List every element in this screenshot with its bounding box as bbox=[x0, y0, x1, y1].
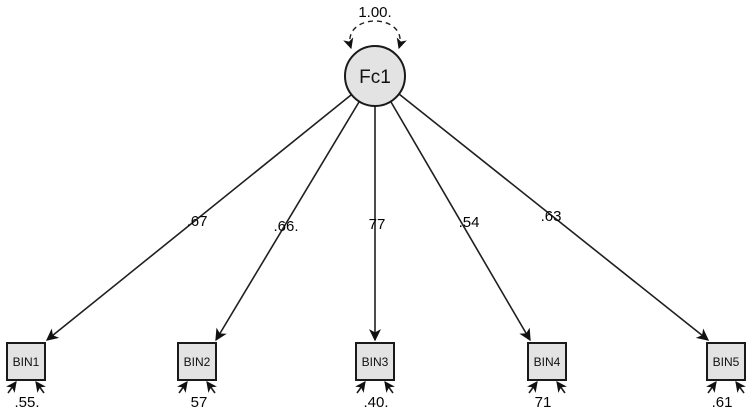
observed-variable-bin2: BIN2 57 bbox=[177, 342, 217, 411]
bin4-residual-arrow-right bbox=[556, 381, 567, 394]
loading-value-bin3: 77 bbox=[369, 216, 386, 233]
variance-self-loop bbox=[343, 20, 407, 50]
bin1-label: BIN1 bbox=[13, 355, 40, 369]
loading-value-bin4: .54 bbox=[459, 214, 480, 231]
loading-value-bin5: .63 bbox=[541, 208, 562, 225]
loading-path-bin5 bbox=[398, 93, 710, 341]
bin3-residual-arrow-left bbox=[355, 381, 366, 394]
bin5-box bbox=[706, 342, 746, 381]
bin1-residual-arrow-left bbox=[6, 381, 17, 394]
latent-factor-node bbox=[344, 45, 406, 107]
bin3-label: BIN3 bbox=[362, 355, 389, 369]
bin3-box bbox=[355, 342, 395, 381]
loading-path-bin4 bbox=[390, 101, 531, 342]
loading-value-bin1: .67 bbox=[187, 213, 208, 230]
variance-value-label: 1.00. bbox=[358, 4, 391, 21]
bin2-label: BIN2 bbox=[184, 355, 211, 369]
observed-variable-bin1: BIN1 .55. bbox=[6, 342, 46, 411]
bin2-residual-arrow-right bbox=[206, 381, 217, 394]
bin2-residual-value: 57 bbox=[191, 394, 208, 411]
bin1-box bbox=[6, 342, 46, 381]
bin2-residual-arrow-left bbox=[177, 381, 188, 394]
bin5-residual-arrow-left bbox=[706, 381, 717, 394]
observed-variable-bin5: BIN5 .61 bbox=[706, 342, 746, 411]
bin4-box bbox=[527, 342, 567, 381]
bin4-label: BIN4 bbox=[534, 355, 561, 369]
observed-variable-bin4: BIN4 71 bbox=[527, 342, 567, 411]
bin4-residual-arrow-left bbox=[527, 381, 538, 394]
bin5-residual-value: .61 bbox=[712, 394, 733, 411]
bin3-residual-arrow-right bbox=[384, 381, 395, 394]
loading-path-bin1 bbox=[45, 94, 352, 341]
loading-path-bin2 bbox=[215, 101, 360, 342]
bin4-residual-value: 71 bbox=[535, 394, 552, 411]
bin3-residual-value: .40. bbox=[363, 394, 388, 411]
bin5-residual-arrow-right bbox=[735, 381, 746, 394]
bin5-label: BIN5 bbox=[713, 355, 740, 369]
bin2-box bbox=[177, 342, 217, 381]
bin1-residual-value: .55. bbox=[14, 394, 39, 411]
bin1-residual-arrow-right bbox=[35, 381, 46, 394]
observed-variable-bin3: BIN3 .40. bbox=[355, 342, 395, 411]
latent-factor-label: Fc1 bbox=[359, 67, 391, 88]
loading-value-bin2: .66. bbox=[273, 218, 298, 235]
